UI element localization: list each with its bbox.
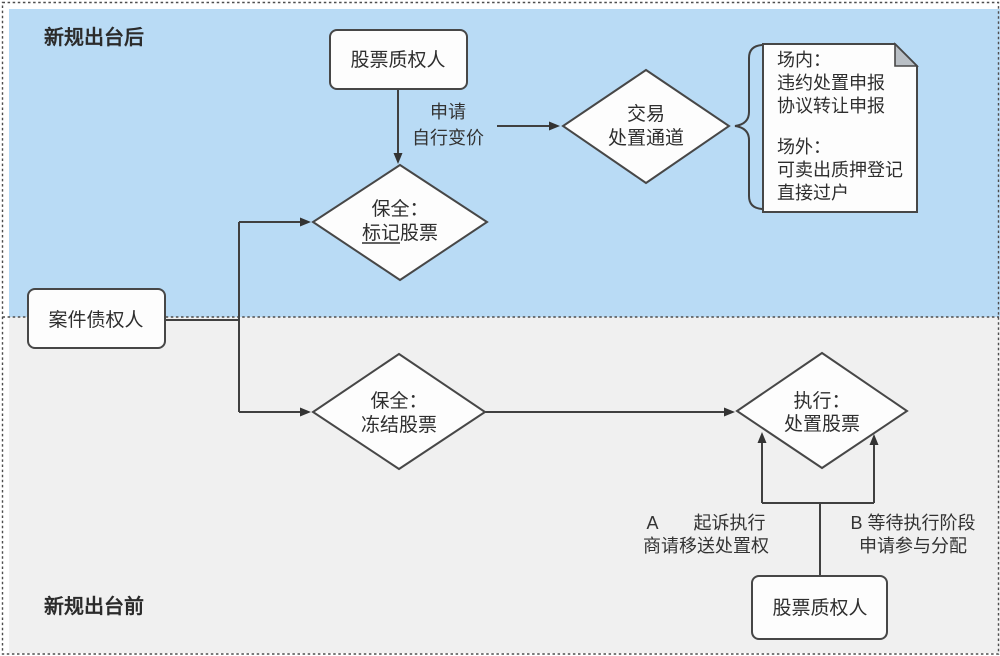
edge-label-apply-line1: 申请 bbox=[430, 102, 466, 122]
node-stock-pledgee-top-label: 股票质权人 bbox=[350, 49, 445, 71]
diamond-preserve-mark bbox=[311, 163, 489, 282]
bracket-channel-to-note bbox=[734, 44, 763, 210]
node-case-creditor-label: 案件债权人 bbox=[48, 309, 143, 331]
arrowhead-right-channel bbox=[549, 121, 560, 131]
note-folded-corner bbox=[894, 42, 919, 67]
note-line-default-disposal: 违约处置申报 bbox=[777, 73, 885, 93]
diamond-preserve-freeze bbox=[311, 352, 487, 471]
arrowhead-right-freeze bbox=[300, 407, 311, 417]
arrowhead-up-option-b bbox=[869, 434, 879, 445]
diamond-trade-channel-line1: 交易 bbox=[627, 103, 665, 125]
edge-label-apply-line2: 自行变价 bbox=[412, 128, 484, 148]
diamond-preserve-freeze-line2: 冻结股票 bbox=[361, 414, 437, 436]
node-stock-pledgee-top bbox=[329, 29, 468, 90]
region-after-title: 新规出台后 bbox=[44, 25, 144, 49]
note-line-onmarket-header: 场内： bbox=[777, 50, 831, 70]
diamond-exec-dispose-line2: 处置股票 bbox=[784, 413, 860, 435]
note-line-direct-transfer: 直接过户 bbox=[777, 183, 849, 203]
diamond-preserve-mark-line2: 标记股票 bbox=[362, 222, 438, 244]
edge-label-option-b-line1: B 等待执行阶段 bbox=[850, 513, 975, 533]
diamond-exec-dispose-line1: 执行： bbox=[793, 390, 850, 412]
note-line-sellable-pledge: 可卖出质押登记 bbox=[777, 160, 903, 180]
node-stock-pledgee-bottom bbox=[751, 575, 888, 640]
note-line-agreement-transfer: 协议转让申报 bbox=[777, 96, 885, 116]
edge-label-option-a-line1: A 起诉执行 bbox=[646, 513, 765, 533]
diamond-preserve-freeze-line1: 保全： bbox=[370, 390, 427, 412]
arrowhead-right-mark bbox=[300, 217, 311, 227]
node-stock-pledgee-bottom-label: 股票质权人 bbox=[772, 597, 867, 619]
edge-label-option-b-line2: 申请参与分配 bbox=[859, 536, 967, 556]
note-document-shape bbox=[762, 43, 918, 213]
note-line-offmarket-header: 场外： bbox=[777, 137, 831, 157]
diamond-trade-channel-line2: 处置通道 bbox=[608, 127, 684, 149]
region-before-title: 新规出台前 bbox=[44, 594, 144, 618]
diamond-preserve-mark-line1: 保全： bbox=[371, 198, 428, 220]
arrowhead-right-exec bbox=[724, 407, 735, 417]
arrowhead-up-option-a bbox=[757, 432, 767, 443]
diamond-trade-channel bbox=[561, 68, 731, 185]
edge-label-option-a-line2: 商请移送处置权 bbox=[643, 536, 769, 556]
arrowhead-down-mark bbox=[393, 153, 403, 164]
node-case-creditor bbox=[27, 288, 166, 349]
diamond-exec-dispose bbox=[735, 351, 909, 470]
